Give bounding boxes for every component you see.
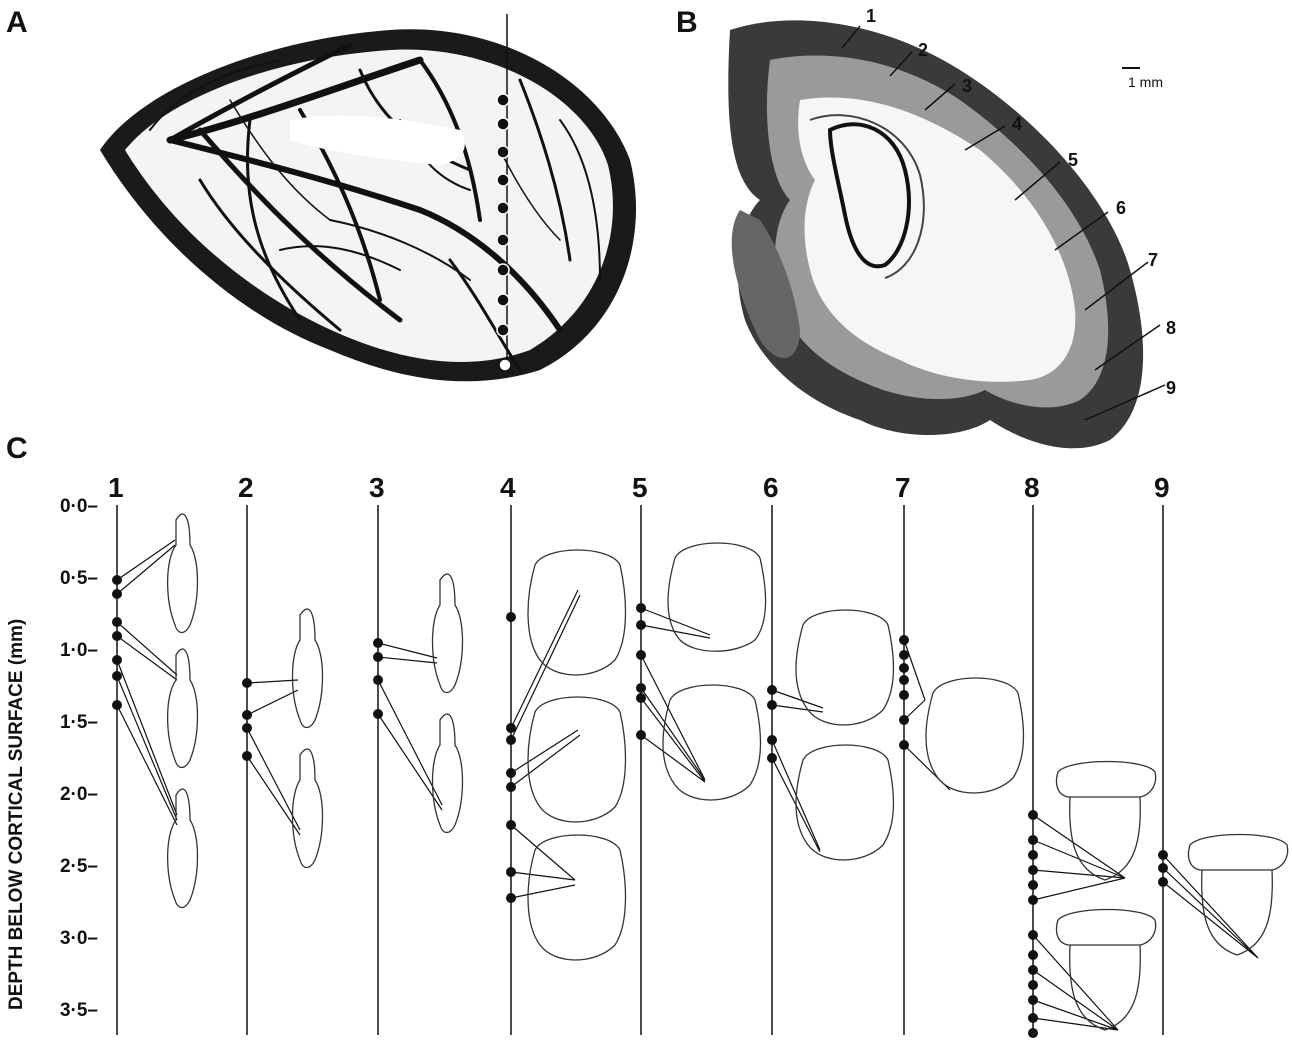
section-number-9: 9 <box>1166 378 1176 399</box>
y-tick-3-0: 3·0– <box>18 928 98 950</box>
penetration-number-4: 4 <box>500 472 516 504</box>
y-axis-label: DEPTH BELOW CORTICAL SURFACE (mm) <box>6 619 28 1010</box>
section-number-1: 1 <box>866 6 876 27</box>
section-number-5: 5 <box>1068 150 1078 171</box>
penetration-number-2: 2 <box>238 472 254 504</box>
section-number-7: 7 <box>1148 250 1158 271</box>
penetration-number-8: 8 <box>1024 472 1040 504</box>
penetration-number-1: 1 <box>108 472 124 504</box>
y-tick-1-0: 1·0– <box>18 640 98 662</box>
penetration-number-3: 3 <box>369 472 385 504</box>
penetration-number-6: 6 <box>763 472 779 504</box>
panel-c-recording-sites <box>112 575 1168 1038</box>
section-number-4: 4 <box>1012 114 1022 135</box>
panel-c-penetration-tracks <box>117 505 1163 1035</box>
section-number-6: 6 <box>1116 198 1126 219</box>
panel-c-body-map-sketches <box>168 514 1288 1030</box>
panel-c-receptive-field-lines <box>117 540 1258 1030</box>
y-tick-1-5: 1·5– <box>18 712 98 734</box>
penetration-number-9: 9 <box>1154 472 1170 504</box>
y-tick-0-5: 0·5– <box>18 568 98 590</box>
panel-a-cortex-vasculature <box>100 14 636 381</box>
section-number-3: 3 <box>962 76 972 97</box>
y-tick-3-5: 3·5– <box>18 1000 98 1022</box>
y-tick-2-0: 2·0– <box>18 784 98 806</box>
section-number-8: 8 <box>1166 318 1176 339</box>
y-tick-2-5: 2·5– <box>18 856 98 878</box>
penetration-number-5: 5 <box>632 472 648 504</box>
y-tick-0-0: 0·0– <box>18 496 98 518</box>
penetration-number-7: 7 <box>895 472 911 504</box>
scale-label: 1 mm <box>1128 74 1163 90</box>
panel-b-cortical-section <box>728 20 1165 448</box>
section-number-2: 2 <box>918 40 928 61</box>
